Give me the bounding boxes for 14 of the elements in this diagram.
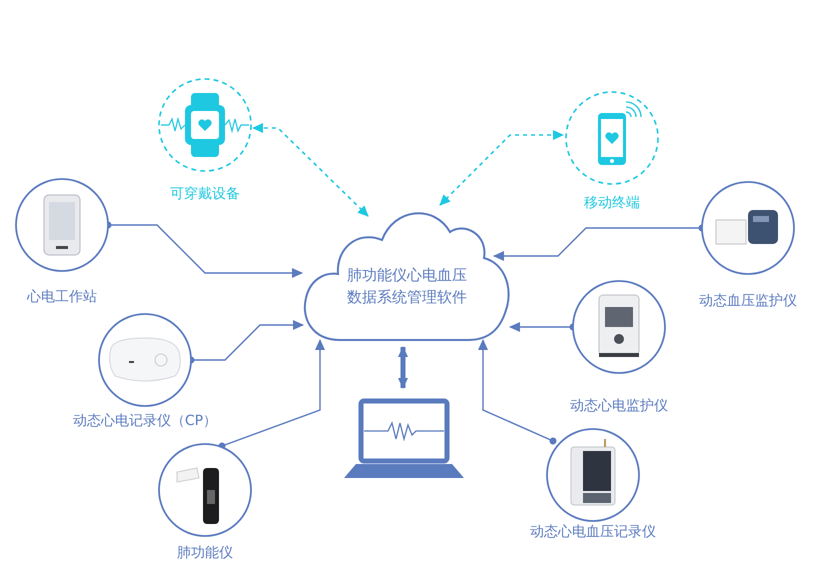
arrow bbox=[252, 123, 369, 217]
device-label: 肺功能仪 bbox=[177, 544, 233, 562]
device-label: 心电工作站 bbox=[27, 288, 97, 306]
device-label: 动态心电血压记录仪 bbox=[530, 523, 656, 541]
device-label: 动态心电记录仪（CP） bbox=[72, 412, 218, 430]
arrow bbox=[439, 130, 564, 206]
device-label: 移动终端 bbox=[584, 194, 640, 212]
cloud-label: 肺功能仪心电血压数据系统管理软件 bbox=[346, 265, 468, 308]
arrow bbox=[218, 339, 325, 450]
arrow bbox=[398, 346, 408, 389]
device-label: 动态血压监护仪 bbox=[699, 292, 797, 310]
device-label: 动态心电监护仪 bbox=[570, 397, 668, 415]
arrow bbox=[478, 339, 556, 444]
device-label: 可穿戴设备 bbox=[170, 185, 240, 203]
